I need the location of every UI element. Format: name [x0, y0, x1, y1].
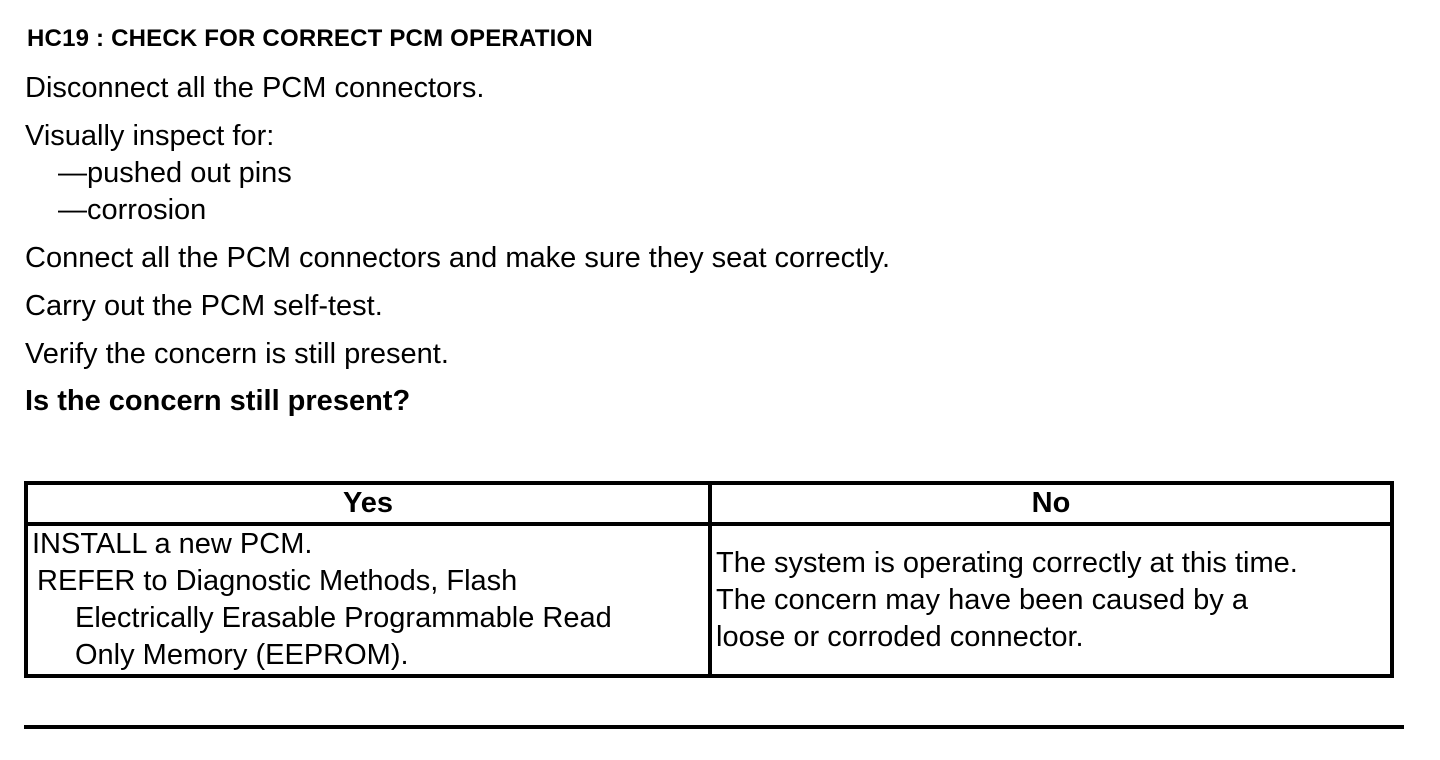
procedure-heading: HC19 : CHECK FOR CORRECT PCM OPERATION [27, 25, 593, 52]
table-row: INSTALL a new PCM. REFER to Diagnostic M… [24, 522, 1394, 678]
no-line: loose or corroded connector. [716, 620, 1084, 653]
table-header-row: Yes No [24, 481, 1394, 526]
step-verify: Verify the concern is still present. [25, 338, 449, 370]
no-line: The concern may have been caused by a [716, 583, 1248, 616]
no-action-cell: The system is operating correctly at thi… [708, 522, 1394, 678]
step-self-test: Carry out the PCM self-test. [25, 290, 383, 322]
inspect-item: —pushed out pins [58, 157, 292, 189]
bottom-divider [24, 725, 1404, 729]
step-connect: Connect all the PCM connectors and make … [25, 242, 891, 274]
inspect-item: —corrosion [58, 194, 207, 226]
step-disconnect: Disconnect all the PCM connectors. [25, 72, 485, 104]
yes-line: INSTALL a new PCM. [32, 528, 313, 560]
header-yes: Yes [24, 481, 712, 526]
question: Is the concern still present? [25, 385, 411, 417]
step-inspect: Visually inspect for: [25, 120, 275, 152]
yes-line: Only Memory (EEPROM). [75, 639, 409, 671]
no-line: The system is operating correctly at thi… [716, 546, 1298, 579]
header-no: No [708, 481, 1394, 526]
yes-line: REFER to Diagnostic Methods, Flash [37, 565, 518, 597]
yes-action-cell: INSTALL a new PCM. REFER to Diagnostic M… [24, 522, 712, 678]
yes-line: Electrically Erasable Programmable Read [75, 602, 612, 634]
response-table: Yes No INSTALL a new PCM. REFER to Diagn… [24, 481, 1394, 678]
